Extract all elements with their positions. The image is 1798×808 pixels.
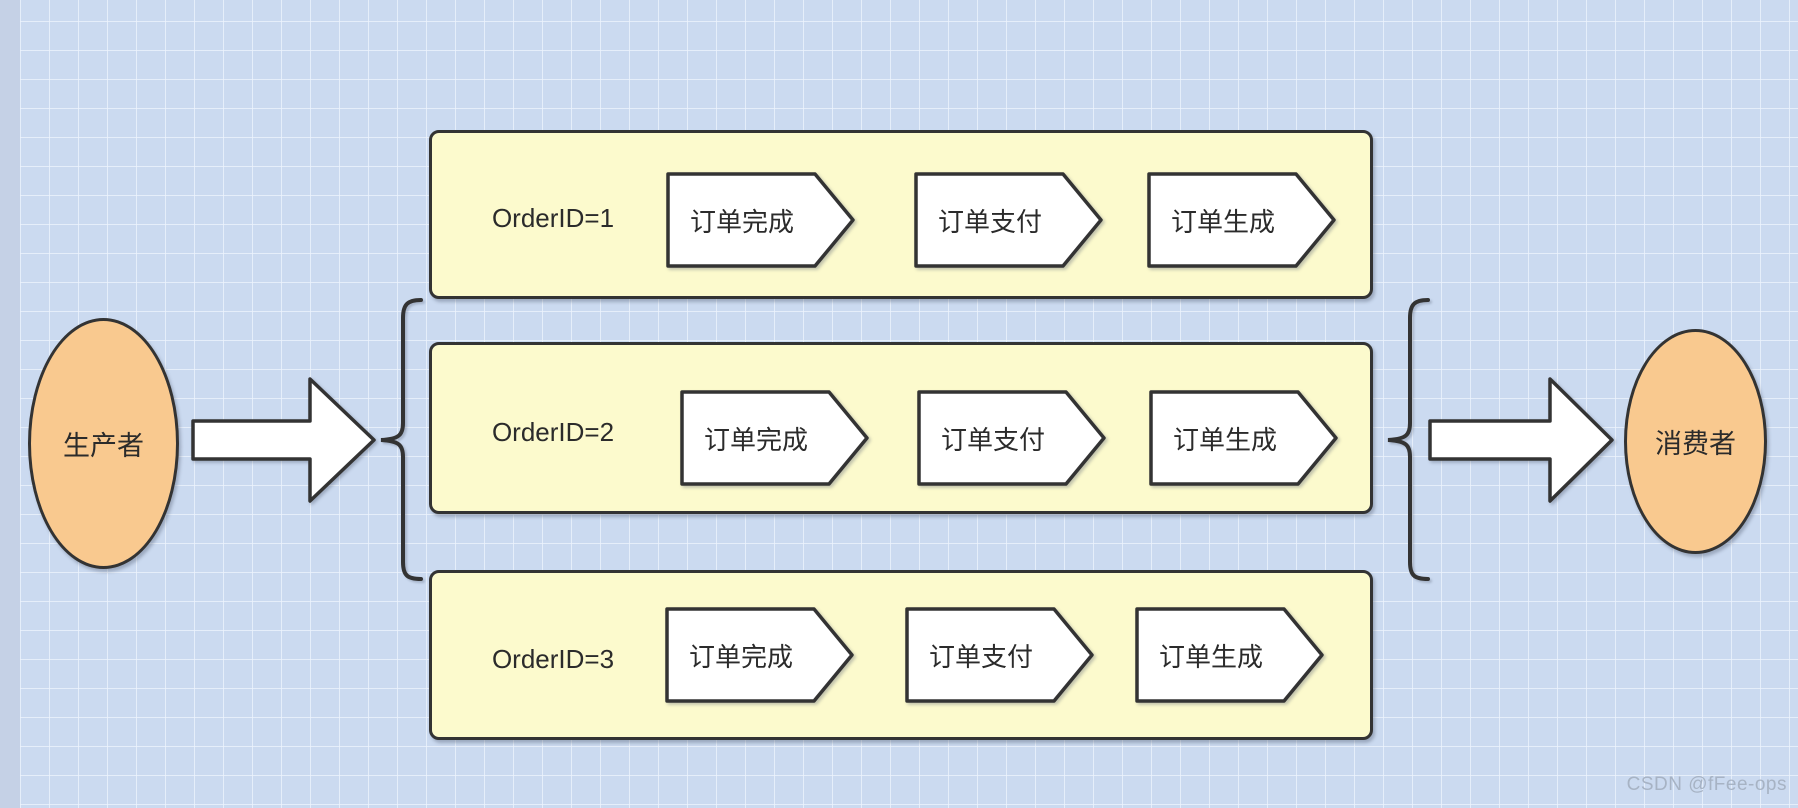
queue-box-order-2: OrderID=2 订单完成 订单支付 订单生成: [429, 342, 1373, 514]
consumer-node: 消费者: [1624, 329, 1767, 554]
stage-label: 订单完成: [688, 641, 793, 672]
stage-label: 订单完成: [703, 424, 808, 455]
step-shape-icon: [665, 607, 854, 703]
stage-label: 订单生成: [1172, 424, 1277, 455]
stage-label: 订单生成: [1170, 206, 1275, 237]
stage-label: 订单完成: [689, 206, 794, 237]
message-stage: 订单生成: [1135, 607, 1325, 703]
consumer-label: 消费者: [1655, 429, 1736, 459]
message-stage: 订单完成: [665, 607, 855, 703]
producer-label: 生产者: [63, 431, 144, 461]
producer-node: 生产者: [28, 318, 179, 569]
step-shape-icon: [917, 390, 1106, 486]
message-stage: 订单支付: [917, 390, 1107, 486]
queue-box-order-3: OrderID=3 订单完成 订单支付 订单生成: [429, 570, 1373, 740]
step-shape-icon: [1135, 607, 1324, 703]
step-shape-icon: [666, 172, 855, 268]
stage-label: 订单支付: [937, 206, 1042, 237]
stage-label: 订单生成: [1158, 641, 1263, 672]
message-stage: 订单支付: [914, 172, 1104, 268]
step-shape-icon: [1147, 172, 1336, 268]
message-stage: 订单生成: [1147, 172, 1337, 268]
right-brace-icon: [1387, 298, 1430, 581]
watermark-text: CSDN @fFee-ops: [1626, 774, 1787, 795]
stage-label: 订单支付: [940, 424, 1045, 455]
left-brace-icon: [380, 298, 423, 581]
step-shape-icon: [680, 390, 869, 486]
consumer-arrow-icon: [1428, 377, 1614, 503]
message-stage: 订单生成: [1149, 390, 1339, 486]
step-shape-icon: [905, 607, 1094, 703]
message-stage: 订单支付: [905, 607, 1095, 703]
queue-label: OrderID=3: [491, 643, 615, 674]
message-stage: 订单完成: [680, 390, 870, 486]
queue-label: OrderID=1: [491, 203, 615, 233]
stage-label: 订单支付: [928, 641, 1033, 672]
producer-arrow-icon: [191, 377, 376, 503]
step-shape-icon: [1149, 390, 1338, 486]
step-shape-icon: [914, 172, 1103, 268]
queue-label: OrderID=2: [491, 416, 615, 447]
queue-box-order-1: OrderID=1 订单完成 订单支付 订单生成: [429, 130, 1373, 299]
message-stage: 订单完成: [666, 172, 856, 268]
canvas-left-edge: [0, 0, 20, 808]
